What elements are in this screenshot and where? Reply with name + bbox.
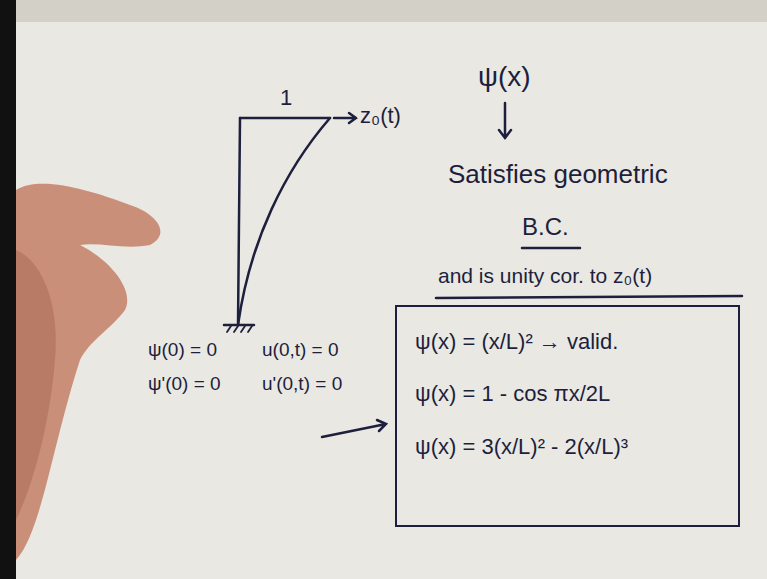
pointer-arrow — [322, 420, 386, 437]
formula-box: ψ(x) = (x/L)² → valid. ψ(x) = 1 - cos πx/… — [395, 305, 740, 527]
support-hatch — [227, 326, 252, 332]
down-arrow — [499, 103, 511, 138]
fixed-support — [224, 324, 254, 327]
formula-text: ψ(x) = 1 - cos πx/2L — [415, 381, 720, 407]
formula-text: ψ(x) = 3(x/L)² - 2(x/L)³ — [415, 434, 720, 460]
handwritten-label: Satisfies geometric — [448, 160, 668, 189]
handwritten-label: and is unity cor. to z₀(t) — [438, 264, 652, 287]
underline — [522, 247, 580, 250]
hand-shadow — [16, 250, 56, 520]
tip-displacement-line — [240, 117, 330, 120]
hand — [16, 184, 160, 560]
load-arrow — [334, 113, 356, 123]
handwritten-label: B.C. — [522, 214, 569, 240]
handwritten-label: u(0,t) = 0 — [262, 340, 339, 361]
handwritten-label: ψ(0) = 0 — [148, 340, 217, 361]
handwritten-label: z₀(t) — [360, 104, 401, 128]
paper-top-shadow — [0, 0, 767, 22]
underline — [436, 296, 742, 298]
handwritten-label: ψ(x) — [478, 62, 531, 93]
deflected-beam — [238, 118, 330, 325]
handwritten-label: ψ'(0) = 0 — [148, 374, 221, 395]
formula-text: ψ(x) = (x/L)² → valid. — [415, 329, 720, 355]
left-dark-edge — [0, 0, 16, 579]
handwritten-label: u'(0,t) = 0 — [262, 374, 342, 395]
handwritten-label: 1 — [280, 86, 292, 110]
beam-axis — [238, 118, 240, 325]
